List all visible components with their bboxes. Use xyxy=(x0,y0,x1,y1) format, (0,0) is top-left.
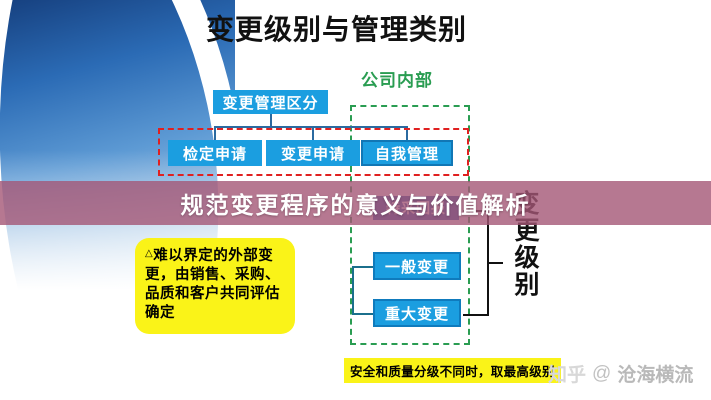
watermark-author: 沧海横流 xyxy=(617,365,694,386)
brace-middle-arm xyxy=(487,262,503,264)
slide-title: 变更级别与管理类别 xyxy=(206,14,468,45)
note-external-change: △难以界定的外部变更，由销售、采购、品质和客户共同评估确定 xyxy=(135,238,295,334)
node-change-management-classification[interactable]: 变更管理区分 xyxy=(213,90,328,114)
connector-level-trunk xyxy=(352,266,354,314)
connector-level-branch-2 xyxy=(352,313,373,315)
note-highest-level-rule: 安全和质量分级不同时，取最高级别 xyxy=(344,358,561,383)
watermark: 知乎 @ 沧海横流 xyxy=(548,360,693,387)
connector-branch-1 xyxy=(214,126,216,140)
node-inspection-application[interactable]: 检定申请 xyxy=(168,140,262,166)
boundary-company-internal xyxy=(350,105,470,345)
connector-level-branch-1 xyxy=(352,266,373,268)
overlay-banner-text: 规范变更程序的意义与价值解析 xyxy=(180,192,531,218)
triangle-marker-icon: △ xyxy=(145,248,154,259)
note-external-change-text: 难以界定的外部变更，由销售、采购、品质和客户共同评估确定 xyxy=(145,248,280,322)
connector-root-stem xyxy=(270,114,272,126)
node-change-application[interactable]: 变更申请 xyxy=(266,140,360,166)
watermark-at-symbol: @ xyxy=(592,362,612,384)
brace-bottom-arm xyxy=(463,314,489,316)
node-self-management[interactable]: 自我管理 xyxy=(361,140,453,166)
boundary-external-scope xyxy=(158,128,469,176)
boundary-company-internal-label: 公司内部 xyxy=(361,71,433,90)
node-general-change[interactable]: 一般变更 xyxy=(373,252,461,280)
connector-horizontal-bus xyxy=(214,126,407,128)
overlay-banner: 规范变更程序的意义与价值解析 xyxy=(0,181,711,225)
zhihu-logo-icon: 知乎 xyxy=(548,365,587,386)
connector-branch-2 xyxy=(312,126,314,140)
node-major-change[interactable]: 重大变更 xyxy=(373,299,461,327)
connector-branch-3 xyxy=(406,126,408,140)
